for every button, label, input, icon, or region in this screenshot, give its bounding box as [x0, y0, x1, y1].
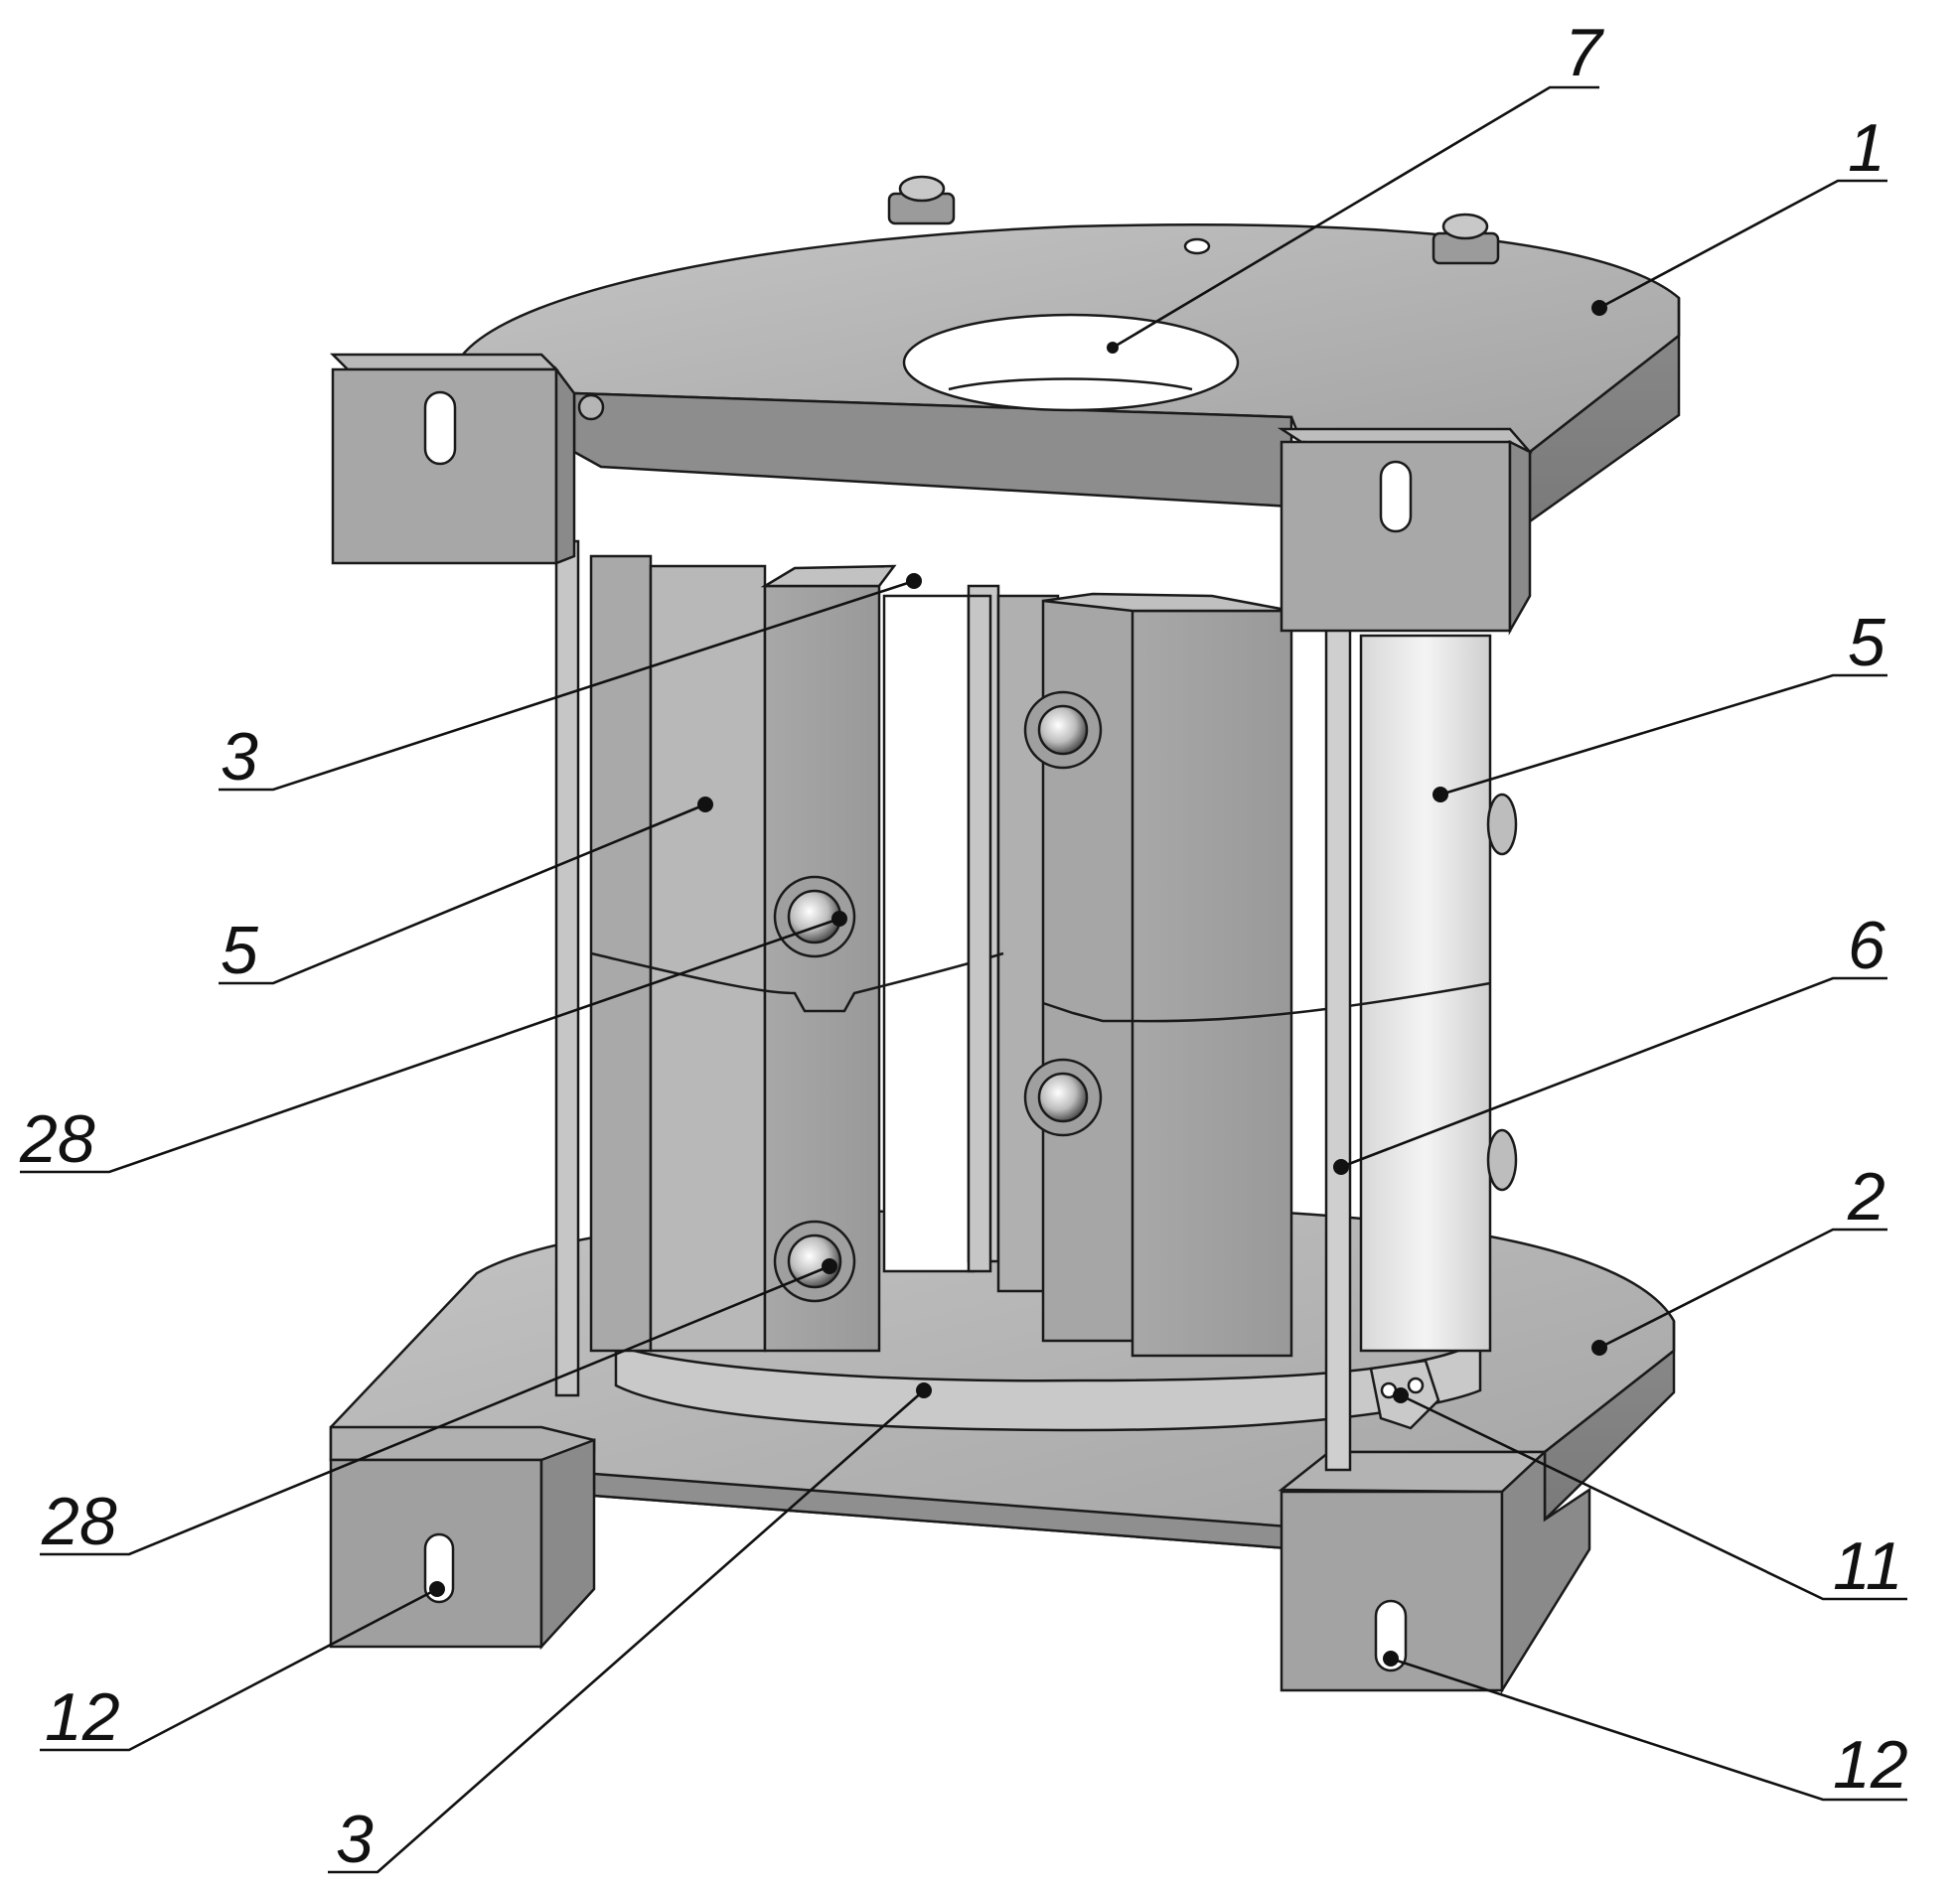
callout-2: 2 [1591, 1159, 1887, 1356]
shell-back-left [649, 564, 767, 1353]
leader-28-lower-dot [822, 1258, 837, 1274]
callout-12-left: 12 [40, 1581, 445, 1755]
top-left-tab-top [329, 353, 560, 371]
callout-12-left-label: 12 [45, 1679, 120, 1755]
leader-3-top-dot [906, 573, 922, 589]
callout-28-upper: 28 [19, 911, 847, 1177]
top-nut-right-cap [1441, 213, 1489, 240]
leader-2 [1598, 1228, 1887, 1350]
leader-11-dot [1393, 1387, 1409, 1403]
callout-1-label: 1 [1848, 110, 1885, 186]
leader-3-top [219, 579, 915, 792]
callout-11: 11 [1393, 1387, 1907, 1604]
bottom-left-foot-side [539, 1438, 596, 1651]
top-plate [329, 175, 1681, 636]
right-block-front [1131, 609, 1293, 1358]
callout-3-bottom: 3 [328, 1382, 932, 1877]
callout-28-lower: 28 [40, 1258, 837, 1559]
bottom-ring [614, 1338, 1482, 1432]
top-plate-bore-inner [948, 377, 1193, 391]
tie-rod-mid [967, 594, 992, 1273]
callout-6: 6 [1333, 908, 1887, 1175]
top-right-tab-slot [1379, 460, 1413, 533]
callout-28-lower-label: 28 [41, 1484, 117, 1559]
bolt-side-upper [1486, 793, 1518, 856]
bolt-upper-right-head [1037, 704, 1089, 756]
top-right-tab-side [1508, 439, 1532, 636]
left-split-line [590, 951, 1004, 1013]
top-left-tab-side [554, 365, 576, 565]
callouts: 7 1 3 5 5 6 28 [19, 15, 1908, 1877]
callout-2-label: 2 [1847, 1159, 1885, 1234]
bolts [773, 690, 1518, 1303]
bolt-lower-left [773, 1220, 856, 1303]
bolt-side-lower [1486, 1128, 1518, 1192]
shell-center-gap-upper [882, 594, 976, 1273]
leader-28-upper [20, 917, 840, 1174]
callout-5-right-label: 5 [1848, 605, 1885, 680]
bolt-upper-right [1023, 690, 1103, 770]
callout-3-top-label: 3 [221, 719, 258, 795]
leader-12-left-dot [429, 1581, 445, 1597]
leader-6 [1340, 976, 1887, 1169]
leader-3-bottom-dot [916, 1382, 932, 1398]
callout-12-right-label: 12 [1833, 1727, 1908, 1803]
right-foot-slot [1374, 1599, 1408, 1672]
cylinder-shell [589, 554, 1492, 1353]
leader-5-right-dot [1432, 787, 1448, 802]
bolt-lower-left-head [787, 1234, 842, 1289]
right-split-line [1042, 981, 1491, 1023]
callout-1: 1 [1591, 110, 1887, 316]
top-nut-left [887, 175, 956, 225]
top-left-tab-slot [423, 390, 457, 466]
bracket-hole-2 [1407, 1377, 1425, 1394]
callout-3-top: 3 [219, 573, 922, 795]
bottom-ring-band [614, 1338, 1482, 1432]
leader-2-dot [1591, 1340, 1607, 1356]
callout-7-label: 7 [1565, 15, 1604, 90]
top-plate-bore [902, 313, 1240, 412]
top-left-tab-screw [577, 393, 605, 421]
leader-6-dot [1333, 1159, 1349, 1175]
top-nut-left-cap [898, 175, 946, 203]
bolt-lower-right-head [1037, 1072, 1089, 1123]
top-nut-right [1432, 213, 1500, 265]
bolt-upper-left [773, 875, 856, 958]
bottom-right-foot-top [1278, 1450, 1549, 1494]
leader-5-left [219, 802, 706, 985]
callout-3-bottom-label: 3 [336, 1802, 374, 1877]
leader-12-right-dot [1383, 1651, 1399, 1667]
tie-rod-left [554, 539, 580, 1397]
leader-5-left-dot [697, 797, 713, 812]
tie-rod-right [1324, 584, 1352, 1472]
callout-5-left: 5 [219, 797, 713, 988]
leader-11 [1400, 1393, 1907, 1601]
left-block-top [760, 564, 897, 588]
callout-5-right: 5 [1432, 605, 1887, 802]
callout-12-right: 12 [1383, 1651, 1908, 1803]
callout-28-upper-label: 28 [19, 1101, 95, 1177]
bolt-lower-right [1023, 1058, 1103, 1137]
clamp-blocks [590, 564, 1491, 1358]
leader-7 [1112, 85, 1599, 350]
top-plate-pin-hole [1183, 237, 1211, 255]
leader-3-bottom [328, 1389, 925, 1874]
leader-7-arrow [1107, 342, 1119, 354]
leader-28-upper-dot [831, 911, 847, 927]
callout-6-label: 6 [1848, 908, 1885, 983]
leader-12-left [40, 1587, 438, 1752]
tie-rods [554, 539, 1352, 1472]
callout-5-left-label: 5 [221, 913, 258, 988]
leader-12-right [1390, 1657, 1907, 1802]
callout-11-label: 11 [1833, 1528, 1903, 1604]
right-block-top [1042, 592, 1292, 613]
leader-28-lower [40, 1264, 830, 1556]
leader-5-right [1439, 673, 1887, 797]
leader-1-dot [1591, 300, 1607, 316]
leader-1 [1598, 179, 1887, 310]
bottom-right-foot-side [1500, 1449, 1591, 1695]
callout-7: 7 [1107, 15, 1604, 354]
